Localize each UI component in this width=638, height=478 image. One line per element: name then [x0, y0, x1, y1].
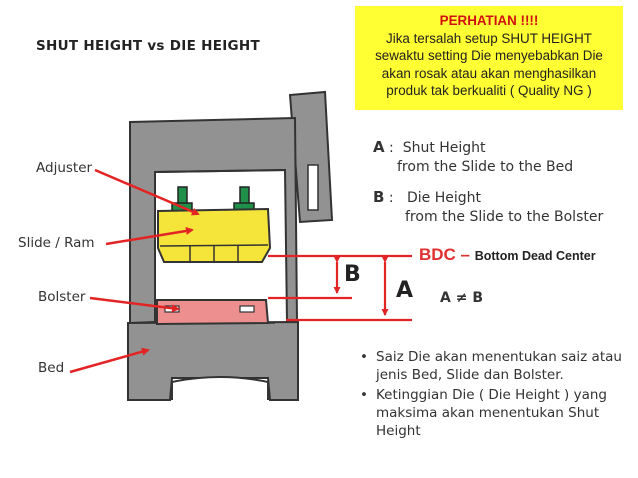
dimension-lines [268, 254, 412, 322]
inequality-label: A ≠ B [440, 290, 483, 306]
definition-a-desc: from the Slide to the Bed [397, 159, 574, 175]
bdc-label: BDC – Bottom Dead Center [419, 245, 596, 265]
definition-a: A : Shut Height from the Slide to the Be… [373, 138, 573, 177]
slide-ram [157, 207, 272, 263]
warning-line: produk tak berkualiti ( Quality NG ) [386, 83, 592, 98]
definition-b-desc: from the Slide to the Bolster [405, 209, 604, 225]
bdc-desc: Bottom Dead Center [474, 249, 596, 263]
warning-line: Jika tersalah setup SHUT HEIGHT [386, 30, 592, 46]
page-title: SHUT HEIGHT vs DIE HEIGHT [36, 38, 261, 54]
definition-b-key: B [373, 188, 385, 206]
bullet-text: Ketinggian Die ( Die Height ) yang maksi… [376, 387, 608, 439]
definition-a-title: Shut Height [402, 140, 486, 156]
bdc-key: BDC – [419, 245, 475, 264]
dimension-a-letter: A [396, 278, 413, 303]
definition-b-sep: : [384, 190, 394, 206]
label-bed: Bed [38, 360, 65, 376]
press-bed [127, 320, 299, 401]
warning-box: PERHATIAN !!!! Jika tersalah setup SHUT … [355, 6, 623, 110]
list-item: •Saiz Die akan menentukan saiz atau jeni… [360, 348, 630, 384]
bullet-list: •Saiz Die akan menentukan saiz atau jeni… [360, 348, 630, 442]
label-bolster: Bolster [38, 289, 86, 305]
warning-line: akan rosak atau akan menghasilkan [381, 65, 597, 81]
definition-b-title: Die Height [406, 190, 481, 206]
bullet-text: Saiz Die akan menentukan saiz atau jenis… [376, 349, 622, 383]
definition-a-key: A [373, 138, 385, 156]
definition-a-sep: : [384, 140, 394, 156]
label-slide-ram: Slide / Ram [18, 235, 95, 251]
crank-housing [288, 90, 334, 224]
warning-title: PERHATIAN !!!! [439, 13, 539, 28]
list-item: •Ketinggian Die ( Die Height ) yang maks… [360, 386, 630, 440]
definition-b: B : Die Height from the Slide to the Bol… [373, 188, 603, 227]
label-arrows [69, 168, 200, 374]
bolster [156, 299, 270, 326]
label-adjuster: Adjuster [36, 160, 93, 176]
dimension-b-letter: B [344, 262, 361, 287]
warning-line: sewaktu setting Die menyebabkan Die [375, 48, 603, 63]
